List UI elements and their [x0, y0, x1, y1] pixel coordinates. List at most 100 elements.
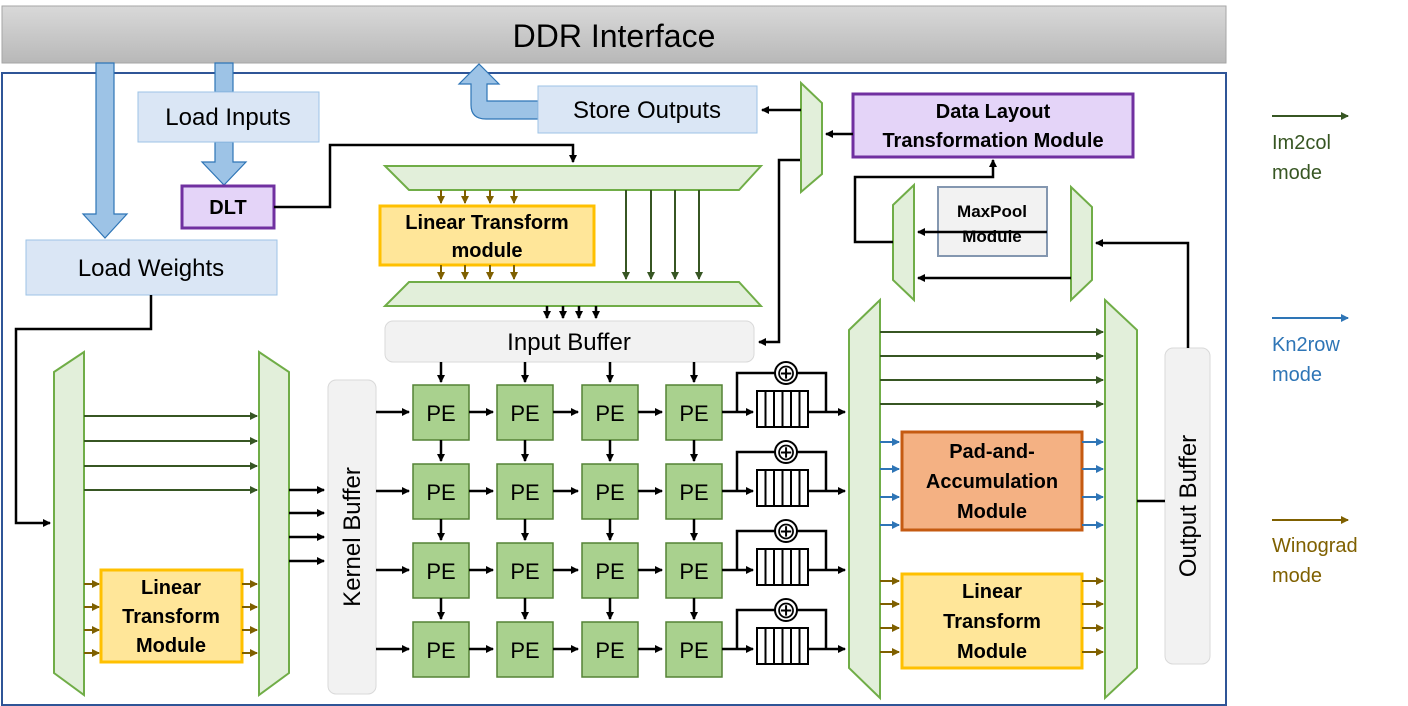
- pe-label: PE: [426, 401, 455, 426]
- pe-cell: [581, 621, 639, 678]
- legend-im2col-line2: mode: [1272, 162, 1322, 184]
- ddr-interface-label: DDR Interface: [513, 18, 716, 54]
- maxpool-mux-to-data-layout-path: [853, 159, 997, 244]
- pe-cell: [496, 542, 554, 599]
- pe-cell: [412, 384, 470, 441]
- feedback-line-left: [735, 371, 775, 412]
- pe-label: PE: [595, 401, 624, 426]
- output-buffer-to-maxpool-path: [1095, 239, 1190, 348]
- adder-symbol: ⊕: [776, 518, 796, 545]
- ddr-to-load-inputs-arrow: [214, 62, 234, 93]
- legend-im2col-line1: Im2col: [1272, 132, 1331, 154]
- pe-cell: [665, 621, 723, 678]
- feedback-line-right: [797, 529, 828, 570]
- input-bottom-trapezoid: [382, 281, 764, 307]
- output-buffer-label: Output Buffer: [1175, 435, 1202, 577]
- pe-label: PE: [510, 401, 539, 426]
- pe-label: PE: [595, 638, 624, 663]
- data-layout-transformation-module: [851, 92, 1135, 159]
- feedback-line-left: [735, 529, 775, 570]
- pe-cell: [496, 621, 554, 678]
- linear-transform-top-line1: Linear Transform: [405, 212, 568, 234]
- input-buffer-label: Input Buffer: [507, 329, 631, 356]
- pe-label: PE: [679, 559, 708, 584]
- pad-and-accumulation-module: [900, 430, 1084, 532]
- feedback-line-right: [797, 450, 828, 491]
- adder-symbol: ⊕: [776, 360, 796, 387]
- linear-transform-right-module: [900, 572, 1084, 670]
- adder-symbol: ⊕: [776, 439, 796, 466]
- load-inputs-box: [137, 91, 320, 143]
- pe-label: PE: [595, 480, 624, 505]
- pe-label: PE: [426, 638, 455, 663]
- left-input-mux: [53, 350, 85, 697]
- load-weights-to-left-mux-path: [14, 295, 153, 527]
- linear-transform-left-line2: Transform: [122, 606, 220, 628]
- load-inputs-to-dlt-arrow: [200, 141, 248, 186]
- store-outputs-label: Store Outputs: [573, 97, 721, 124]
- pe-cell: [496, 463, 554, 520]
- maxpool-label-line2: Module: [962, 227, 1022, 246]
- legend-winograd-line1: Winograd: [1272, 535, 1358, 557]
- left-output-mux: [258, 350, 290, 697]
- load-weights-box: [25, 239, 278, 296]
- feedback-line-right: [797, 608, 828, 649]
- right-input-mux: [848, 297, 881, 701]
- feedback-line-right: [797, 371, 828, 412]
- maxpool-label-line1: MaxPool: [957, 202, 1027, 221]
- input-top-trapezoid: [382, 165, 764, 191]
- data-layout-label-line1: Data Layout: [936, 101, 1051, 123]
- legend-kn2row-line1: Kn2row: [1272, 334, 1340, 356]
- pad-acc-line1: Pad-and-: [949, 441, 1035, 463]
- pad-acc-line2: Accumulation: [926, 471, 1058, 493]
- dlt-label: DLT: [209, 197, 246, 219]
- linear-transform-right-line1: Linear: [962, 581, 1022, 603]
- dlt-to-input-path: [274, 143, 577, 209]
- right-output-mux: [1104, 297, 1138, 701]
- adder-symbol: ⊕: [776, 597, 796, 624]
- connector-lines: [14, 106, 1190, 565]
- pe-cell: [581, 463, 639, 520]
- legend-winograd-line2: mode: [1272, 565, 1322, 587]
- legend-kn2row-line2: mode: [1272, 364, 1322, 386]
- output-mux-to-input-buffer-path: [758, 158, 800, 346]
- pe-label: PE: [679, 638, 708, 663]
- linear-transform-left-module: [99, 568, 244, 664]
- linear-transform-right-line2: Transform: [943, 611, 1041, 633]
- linear-transform-top-module: [378, 204, 596, 267]
- load-inputs-label: Load Inputs: [165, 104, 290, 131]
- pe-label: PE: [510, 559, 539, 584]
- maxpool-module: [937, 186, 1048, 257]
- kernel-buffer-label: Kernel Buffer: [339, 467, 366, 607]
- mode-arrows: [84, 190, 1104, 657]
- pe-label: PE: [426, 480, 455, 505]
- pe-label: PE: [510, 480, 539, 505]
- pe-cell: [412, 463, 470, 520]
- maxpool-left-mux: [892, 182, 915, 303]
- pe-cell: [581, 384, 639, 441]
- ddr-to-load-weights-arrow: [81, 62, 129, 239]
- store-outputs-to-ddr-arrow: [457, 63, 539, 120]
- feedback-line-left: [735, 608, 775, 649]
- linear-transform-top-line2: module: [451, 240, 522, 262]
- pe-label: PE: [510, 638, 539, 663]
- linear-transform-left-line3: Module: [136, 635, 206, 657]
- maxpool-right-mux: [1070, 184, 1093, 303]
- pe-label: PE: [679, 480, 708, 505]
- load-weights-label: Load Weights: [78, 255, 224, 282]
- linear-transform-right-line3: Module: [957, 641, 1027, 663]
- data-layout-label-line2: Transformation Module: [882, 130, 1103, 152]
- legend: Im2col mode Kn2row mode Winograd mode: [1272, 112, 1358, 587]
- feedback-line-left: [735, 450, 775, 491]
- input-buffer: [384, 320, 755, 363]
- store-outputs-box: [537, 85, 758, 134]
- accelerator-frame: [1, 72, 1227, 706]
- linear-transform-left-line1: Linear: [141, 577, 201, 599]
- accumulator-column: ⊕ ⊕ ⊕ ⊕: [722, 360, 846, 665]
- kernel-buffer: [327, 379, 377, 695]
- pe-label: PE: [426, 559, 455, 584]
- pe-label: PE: [595, 559, 624, 584]
- pe-cell: [412, 621, 470, 678]
